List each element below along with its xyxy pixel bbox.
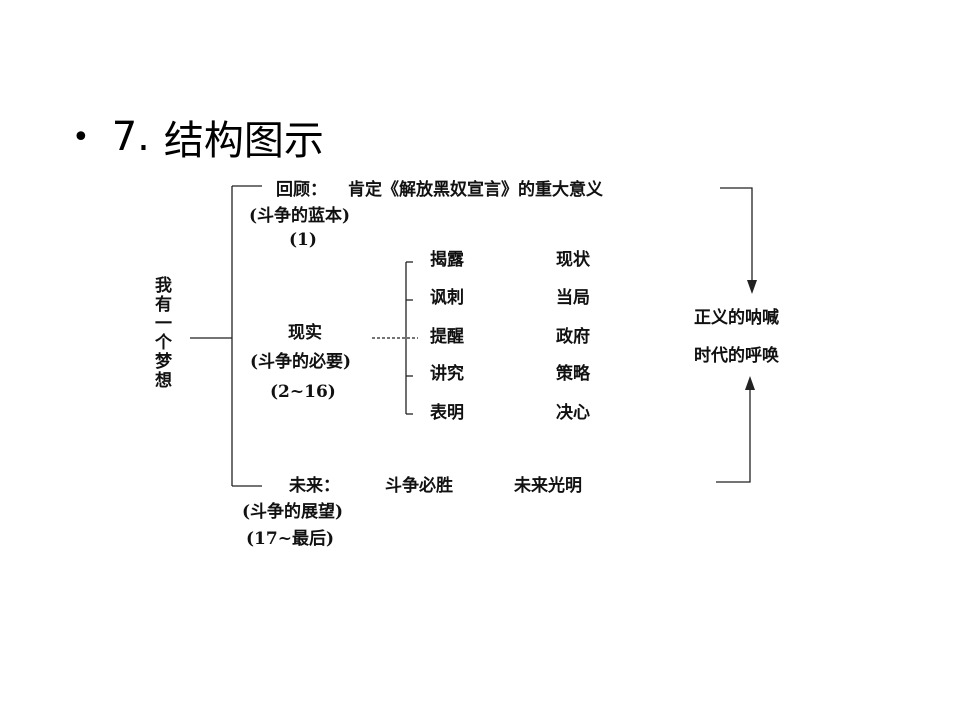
reality-item-verb: 讲究 [430, 364, 464, 384]
reality-item-verb: 揭露 [430, 250, 464, 270]
review-content: 肯定《解放黑奴宣言》的重大意义 [348, 180, 603, 200]
arrow-bottom-path [716, 386, 751, 483]
conclusion-line-1: 正义的呐喊 [694, 308, 779, 328]
future-item-2: 未来光明 [514, 476, 582, 496]
review-paragraphs: (1) [289, 230, 317, 250]
bullet-icon: • [72, 119, 90, 155]
reality-item-verb: 表明 [430, 403, 464, 423]
future-item-1: 斗争必胜 [385, 476, 453, 496]
title-number: 7. [111, 114, 150, 160]
reality-label: 现实 [288, 323, 322, 343]
title-text: 结构图示 [163, 118, 324, 164]
root-label: 我有一个梦想 [151, 276, 171, 390]
arrow-up-icon [745, 376, 755, 390]
future-subtitle: (斗争的展望) [242, 502, 344, 522]
reality-item-verb: 讽刺 [430, 288, 464, 308]
reality-item-object: 政府 [556, 327, 590, 347]
review-label: 回顾： [276, 180, 327, 200]
future-label: 未来： [289, 476, 340, 496]
reality-item-object: 策略 [556, 364, 590, 384]
arrow-top-path [720, 187, 753, 284]
reality-item-object: 现状 [556, 250, 590, 270]
reality-item-verb: 提醒 [430, 327, 464, 347]
slide-title: • 7. 结构图示 [72, 108, 324, 166]
conclusion-line-2: 时代的呼唤 [694, 346, 779, 366]
arrow-down-icon [747, 280, 757, 294]
review-subtitle: (斗争的蓝本) [249, 206, 351, 226]
reality-subtitle: (斗争的必要) [250, 352, 352, 372]
reality-paragraphs: (2~16) [270, 382, 336, 402]
future-paragraphs: (17~最后) [246, 529, 334, 549]
reality-item-object: 当局 [556, 288, 590, 308]
reality-item-object: 决心 [556, 403, 590, 423]
